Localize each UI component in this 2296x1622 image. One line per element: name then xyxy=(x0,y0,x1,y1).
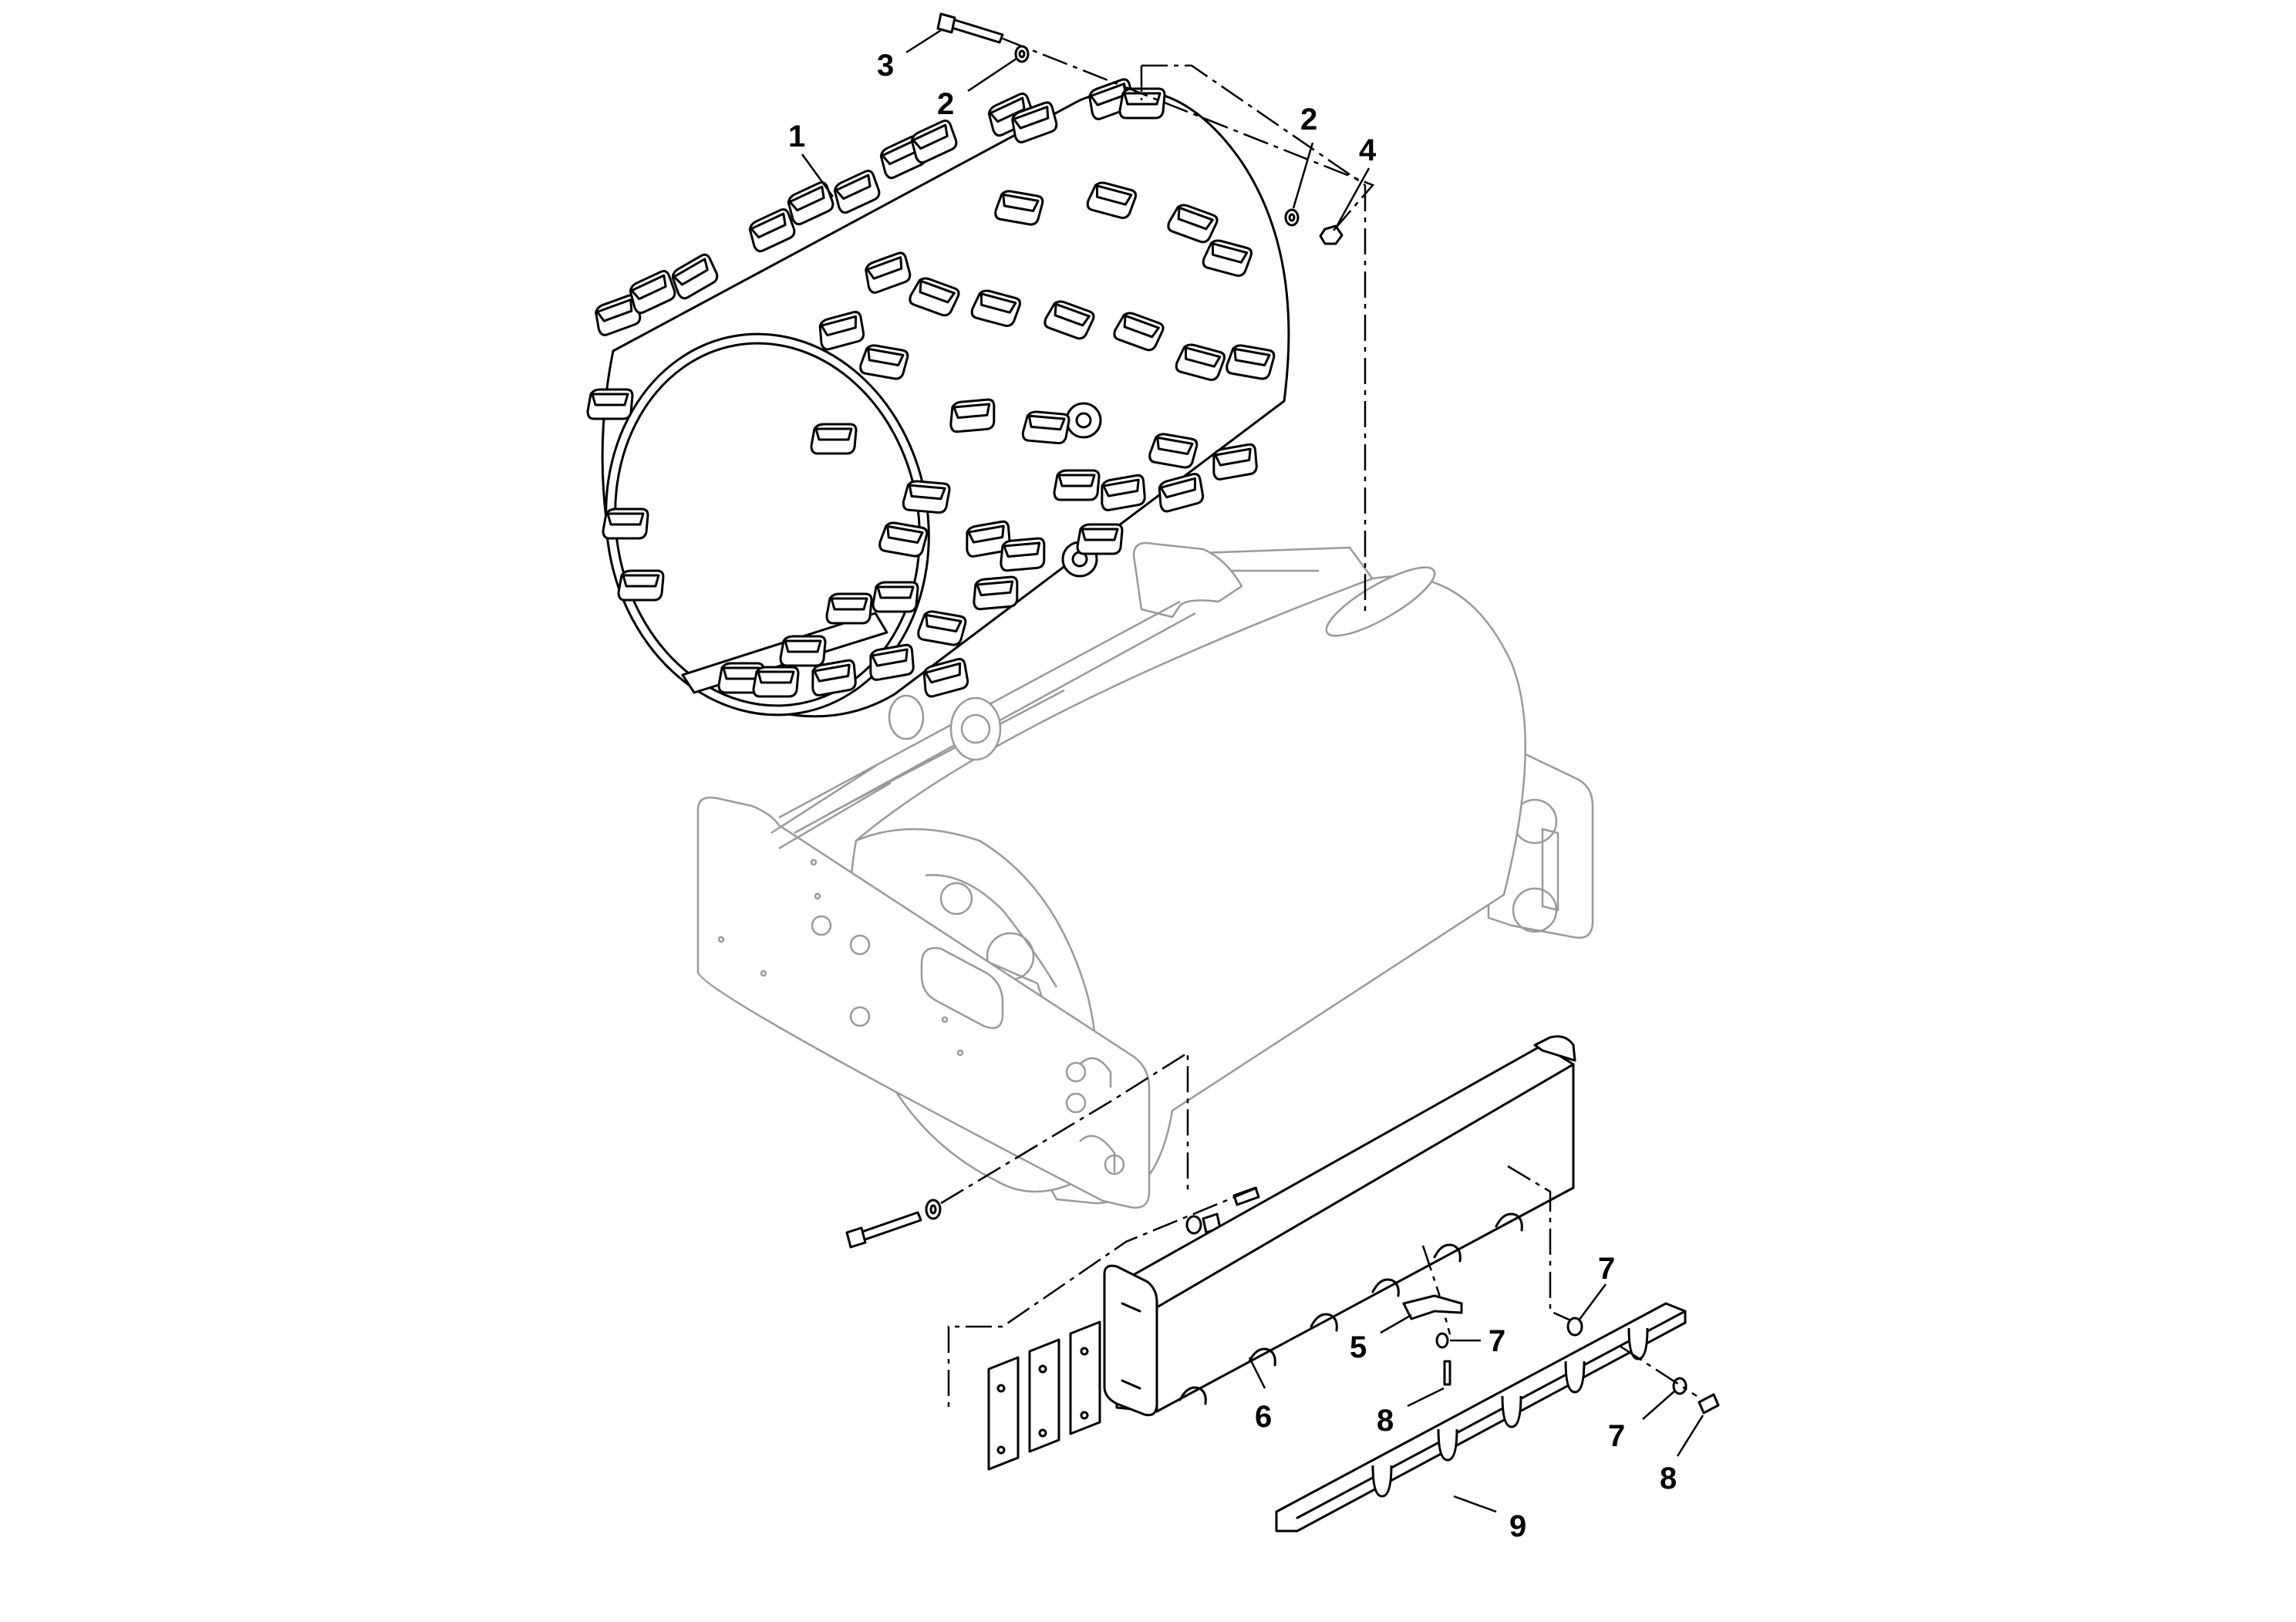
padfoot-tip xyxy=(1021,410,1070,445)
callout-9: 9 xyxy=(1453,1495,1526,1543)
padfoot-tip xyxy=(1113,312,1165,352)
padfoot-tip xyxy=(966,520,1011,558)
padfoot-tip xyxy=(717,662,765,694)
padfoot-tip xyxy=(859,344,909,380)
padfoot-tip xyxy=(1118,87,1166,120)
washer-part-7-mid xyxy=(1435,1332,1449,1349)
padfoot-tip xyxy=(1175,343,1226,381)
drum-frame-assembly-ghost xyxy=(696,541,1594,1209)
padfoot-tip xyxy=(909,277,960,317)
nut-part-4 xyxy=(1319,224,1344,245)
padfoot-tip xyxy=(949,398,996,433)
padfoot-shell-part xyxy=(601,88,1290,718)
padfoot-tip xyxy=(865,251,912,294)
padfoot-tip xyxy=(878,521,929,558)
assembly-centerline-lower-left xyxy=(940,1050,1189,1205)
padfoot-tip xyxy=(973,575,1019,611)
callout-labels: 1 2 2 3 4 5 6 7 xyxy=(788,28,1704,1543)
padfoot-tip xyxy=(810,423,858,455)
padfoot-tip xyxy=(902,480,951,514)
padfoot-tip xyxy=(833,170,881,214)
svg-text:8: 8 xyxy=(1377,1404,1394,1438)
padfoot-tips-group xyxy=(586,78,1276,698)
svg-text:4: 4 xyxy=(1359,133,1377,167)
padfoot-tip xyxy=(602,508,649,540)
assembly-centerlines-top xyxy=(1002,37,1375,617)
padfoot-tip xyxy=(1101,474,1146,511)
bolt-part-8-mid xyxy=(1443,1360,1451,1386)
padfoot-tip xyxy=(779,635,827,667)
svg-text:7: 7 xyxy=(1598,1252,1615,1286)
callout-4: 4 xyxy=(1336,133,1377,226)
padfoot-tip xyxy=(917,610,967,646)
padfoot-tip xyxy=(1076,523,1124,555)
shell-bolt-part-3 xyxy=(936,12,1004,44)
scraper-tip-part-5 xyxy=(1402,1294,1463,1320)
padfoot-tip xyxy=(1148,433,1199,469)
svg-text:6: 6 xyxy=(1255,1400,1272,1434)
padfoot-tip xyxy=(1043,300,1095,340)
padfoot-tip xyxy=(752,666,800,698)
callout-3: 3 xyxy=(877,28,943,83)
padfoot-tip xyxy=(1202,239,1253,277)
callout-7-upper: 7 xyxy=(1577,1252,1615,1321)
padfoot-tip xyxy=(671,253,719,300)
padfoot-tip xyxy=(748,208,796,253)
bolt-part-8-right xyxy=(1619,1344,1720,1415)
svg-text:7: 7 xyxy=(1489,1324,1505,1358)
scraper-bar-part-6 xyxy=(947,1035,1582,1417)
padfoot-tip xyxy=(1226,344,1276,380)
svg-text:5: 5 xyxy=(1350,1330,1367,1364)
svg-text:2: 2 xyxy=(937,87,954,121)
washer-part-2-right xyxy=(1284,208,1300,227)
padfoot-tip xyxy=(970,289,1022,327)
padfoot-tip xyxy=(617,569,665,602)
callout-7-mid: 7 xyxy=(1450,1324,1505,1358)
frame-bolt-lower-left xyxy=(845,1199,942,1249)
washer-part-7-right xyxy=(1566,1317,1687,1395)
padfoot-tip xyxy=(787,181,834,226)
shim-plates xyxy=(987,1320,1101,1471)
scraper-comb-part-9 xyxy=(1275,1302,1687,1533)
callout-7-lower: 7 xyxy=(1608,1390,1676,1453)
callout-5: 5 xyxy=(1350,1313,1412,1364)
padfoot-tip xyxy=(1167,204,1219,244)
callout-8-mid: 8 xyxy=(1377,1387,1445,1438)
padfoot-tip xyxy=(1086,181,1138,219)
padfoot-tip xyxy=(586,388,634,420)
svg-text:3: 3 xyxy=(877,49,894,83)
padfoot-tip xyxy=(825,592,873,625)
callout-2-right: 2 xyxy=(1292,103,1317,209)
callout-2-top: 2 xyxy=(937,57,1017,121)
svg-text:9: 9 xyxy=(1509,1509,1526,1543)
padfoot-tip xyxy=(1000,537,1046,572)
padfoot-tip xyxy=(1212,443,1258,481)
padfoot-tip xyxy=(872,581,919,613)
padfoot-tip xyxy=(629,270,676,315)
callout-8-right: 8 xyxy=(1660,1415,1704,1496)
callout-1: 1 xyxy=(788,120,834,197)
padfoot-tip xyxy=(869,643,915,681)
padfoot-tip xyxy=(994,190,1044,226)
padfoot-tip xyxy=(922,658,969,698)
padfoot-tip xyxy=(1053,469,1101,501)
svg-text:8: 8 xyxy=(1660,1462,1677,1496)
svg-text:1: 1 xyxy=(788,120,805,153)
svg-text:7: 7 xyxy=(1608,1419,1625,1453)
padfoot-tip xyxy=(1158,473,1205,513)
padfoot-tip xyxy=(910,120,958,164)
callout-6: 6 xyxy=(1248,1357,1272,1434)
svg-text:2: 2 xyxy=(1300,103,1317,137)
padfoot-tip xyxy=(1011,101,1058,143)
